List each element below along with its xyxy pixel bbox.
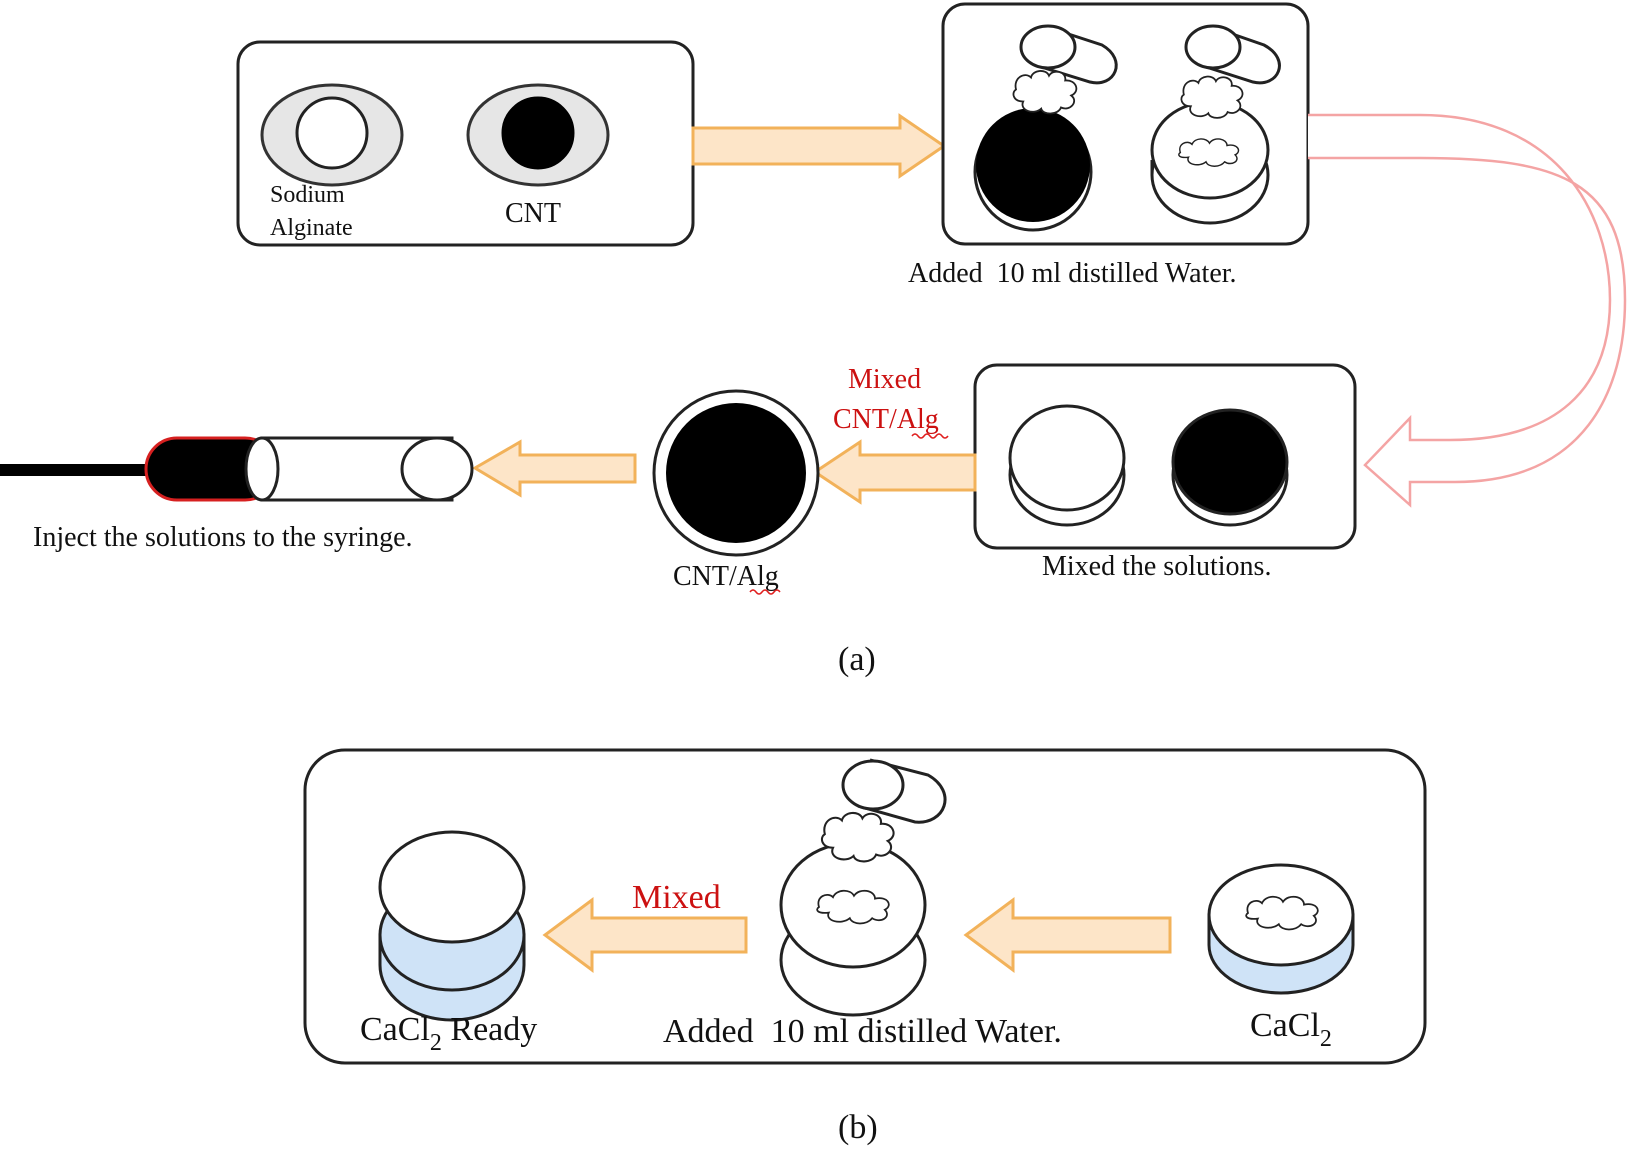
added-water-label-b: Added 10 ml distilled Water.	[663, 1013, 1062, 1050]
arrow-icon	[812, 439, 977, 505]
mixed-solutions-label: Mixed the solutions.	[1042, 551, 1271, 582]
lid-icon	[1184, 24, 1281, 85]
powders-box: Sodium Alginate CNT	[236, 40, 695, 247]
spellcheck-squiggle	[911, 433, 949, 439]
cacl2-ready-suffix: Ready	[442, 1011, 537, 1048]
cnt-beaker-icon	[973, 108, 1093, 232]
cnt-beaker-icon	[1171, 408, 1289, 527]
added-water-box	[941, 2, 1310, 246]
arrow-icon	[472, 439, 637, 498]
cacl2-label: CaCl2	[1250, 1007, 1332, 1052]
cacl2-ready-prefix: CaCl	[360, 1011, 430, 1048]
sodium-alginate-label-line2: Alginate	[270, 215, 353, 241]
cnt-dish-icon	[466, 83, 610, 187]
sodium-alginate-dish-icon	[260, 83, 404, 187]
arrow-icon	[691, 113, 947, 179]
cacl2-prefix: CaCl	[1250, 1007, 1320, 1044]
mixed-label-b: Mixed	[632, 879, 721, 916]
cacl2-ready-beaker-icon	[378, 830, 526, 1022]
mixed-label-line2: CNT/Alg	[833, 404, 939, 435]
mixed-box	[973, 363, 1357, 550]
syringe-icon	[0, 436, 474, 502]
spellcheck-squiggle	[749, 589, 781, 595]
sodium-alginate-label-line1: Sodium	[270, 182, 345, 208]
lid-icon	[841, 758, 947, 824]
water-beaker-icon	[1150, 100, 1270, 225]
cacl2-sub: 2	[1320, 1026, 1332, 1052]
added-water-label-a: Added 10 ml distilled Water.	[908, 258, 1237, 289]
cnt-alg-beaker-icon	[652, 389, 820, 557]
arrow-icon	[542, 897, 748, 973]
lid-icon	[1019, 24, 1118, 85]
cacl2-ready-sub: 2	[430, 1030, 442, 1056]
caption-a: (a)	[838, 641, 876, 678]
cnt-alg-label: CNT/Alg	[673, 561, 779, 592]
cacl2-ready-label: CaCl2 Ready	[360, 1011, 537, 1056]
mixed-label-line1: Mixed	[848, 364, 921, 395]
inject-label: Inject the solutions to the syringe.	[33, 522, 413, 553]
water-beaker-icon	[779, 841, 927, 1017]
caption-b: (b)	[838, 1109, 878, 1146]
alginate-beaker-icon	[1008, 404, 1126, 527]
arrow-icon	[963, 897, 1172, 973]
cacl2-box: Mixed CaCl2 Ready Added 10 ml distilled …	[303, 748, 1427, 1065]
cacl2-beaker-icon	[1207, 863, 1355, 995]
cnt-label: CNT	[505, 198, 561, 229]
curved-arrow-icon	[1308, 113, 1627, 508]
